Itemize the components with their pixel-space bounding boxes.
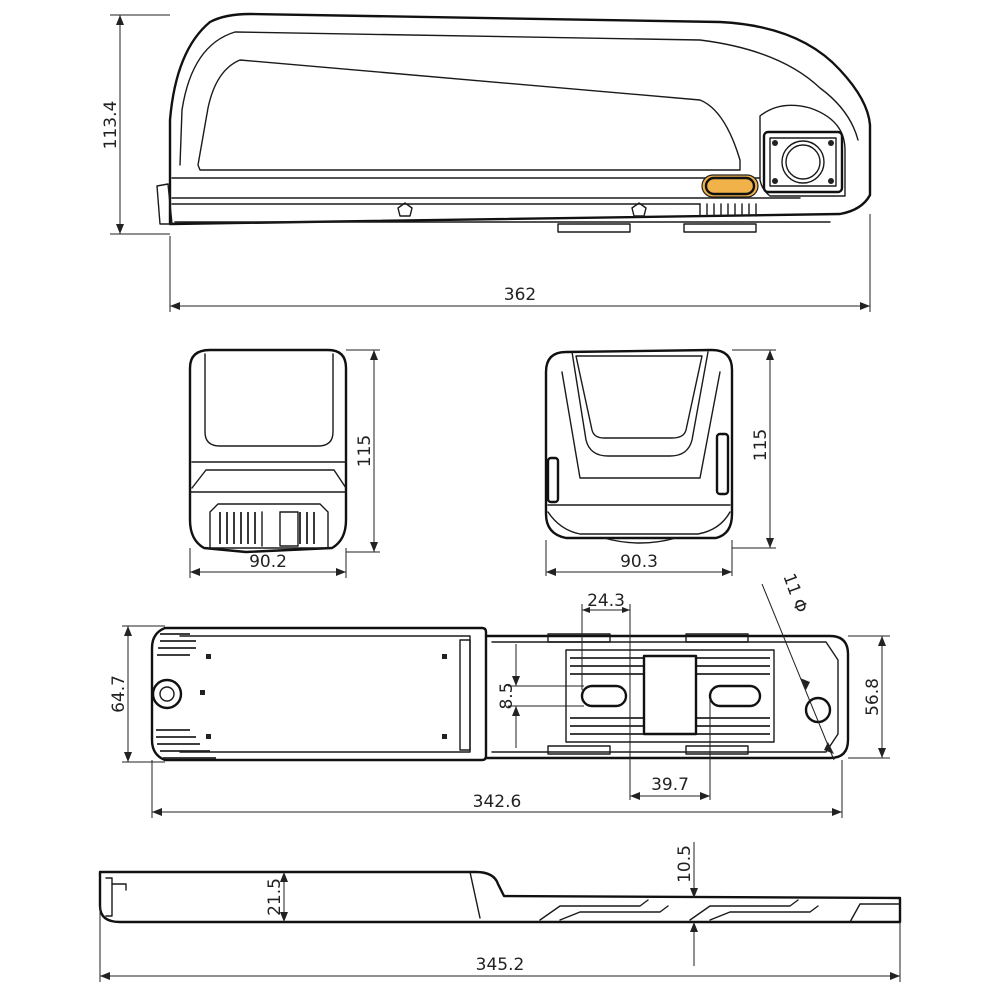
mount-slot [708,684,762,708]
screw-marker [397,202,413,217]
profile-view: 21.5 10.5 345.2 [98,842,902,982]
dim-rail-width: 56.8 [863,678,883,716]
dim-side-height: 113.4 [101,101,121,150]
screw-marker [631,202,647,217]
side-latch [715,432,730,496]
dim-rail-thickness: 10.5 [675,845,695,883]
dim-slot-offset: 39.7 [651,775,689,795]
charge-port [759,104,846,197]
terminal-slot [279,511,299,547]
lock-icon [151,678,183,710]
end-view-b: 115 90.3 [544,348,776,576]
dim-slot-height: 8.5 [497,682,517,709]
mount-slot [580,684,628,708]
side-latch [546,456,560,504]
center-block [642,654,698,736]
vent-grill [699,203,757,217]
dim-slot-spacing: 24.3 [587,591,625,611]
dim-end-b-width: 90.3 [620,552,658,572]
dim-base-thickness: 21.5 [265,878,285,916]
end-view-a: 115 90.2 [188,348,380,578]
dim-end-b-height: 115 [751,429,771,461]
top-view: 24.3 11 Φ 64.7 8.5 56.8 39.7 [109,571,890,818]
rail-foot [557,223,631,233]
dim-side-length: 362 [504,285,536,305]
dim-total-length: 345.2 [476,955,525,975]
dim-mount-length: 342.6 [473,792,522,812]
dim-body-width: 64.7 [109,675,129,713]
power-button-icon [701,174,759,198]
dim-end-a-height: 115 [355,435,375,467]
dim-end-a-width: 90.2 [249,552,287,572]
side-view: 113.4 362 [101,12,872,312]
dim-hole-diameter: 11 Φ [778,571,811,616]
rail-foot [683,223,757,233]
